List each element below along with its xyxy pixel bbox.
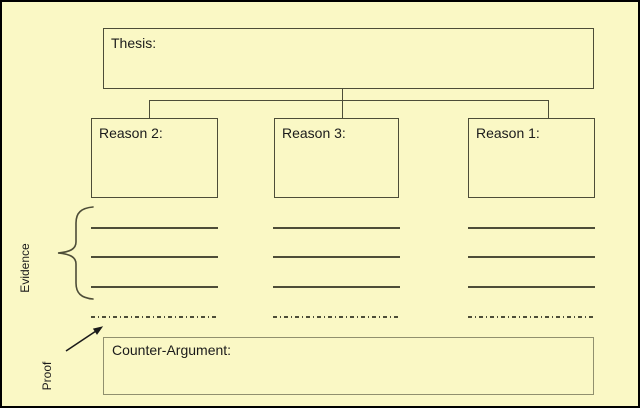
connector-horizontal [149,100,549,101]
connector-drop-middle [342,100,343,118]
evidence-line [468,286,595,288]
counter-argument-label: Counter-Argument: [112,342,232,358]
reason-middle-label: Reason 3: [282,125,346,141]
thesis-label: Thesis: [111,35,157,51]
proof-dashdot-line [91,316,219,318]
connector-thesis-stem [342,89,343,101]
reason-right-label: Reason 1: [476,125,540,141]
evidence-line [273,286,400,288]
reason-box-left: Reason 2: [91,118,218,198]
reason-box-right: Reason 1: [468,118,595,198]
proof-arrow-head [92,326,104,335]
connector-drop-left [149,100,150,118]
evidence-line [273,256,400,258]
evidence-line [273,227,400,229]
evidence-line [468,227,595,229]
evidence-brace [57,206,94,300]
connector-drop-right [548,100,549,118]
evidence-line [91,227,218,229]
proof-arrow-shaft [65,330,97,352]
evidence-line [91,256,218,258]
thesis-box: Thesis: [103,28,594,89]
reason-left-label: Reason 2: [99,125,163,141]
evidence-label: Evidence [18,243,32,293]
proof-dashdot-line [468,316,596,318]
evidence-line [468,256,595,258]
evidence-line [91,286,218,288]
counter-argument-box: Counter-Argument: [103,337,594,395]
proof-label: Proof [40,361,54,391]
proof-dashdot-line [273,316,401,318]
reason-box-middle: Reason 3: [274,118,399,198]
